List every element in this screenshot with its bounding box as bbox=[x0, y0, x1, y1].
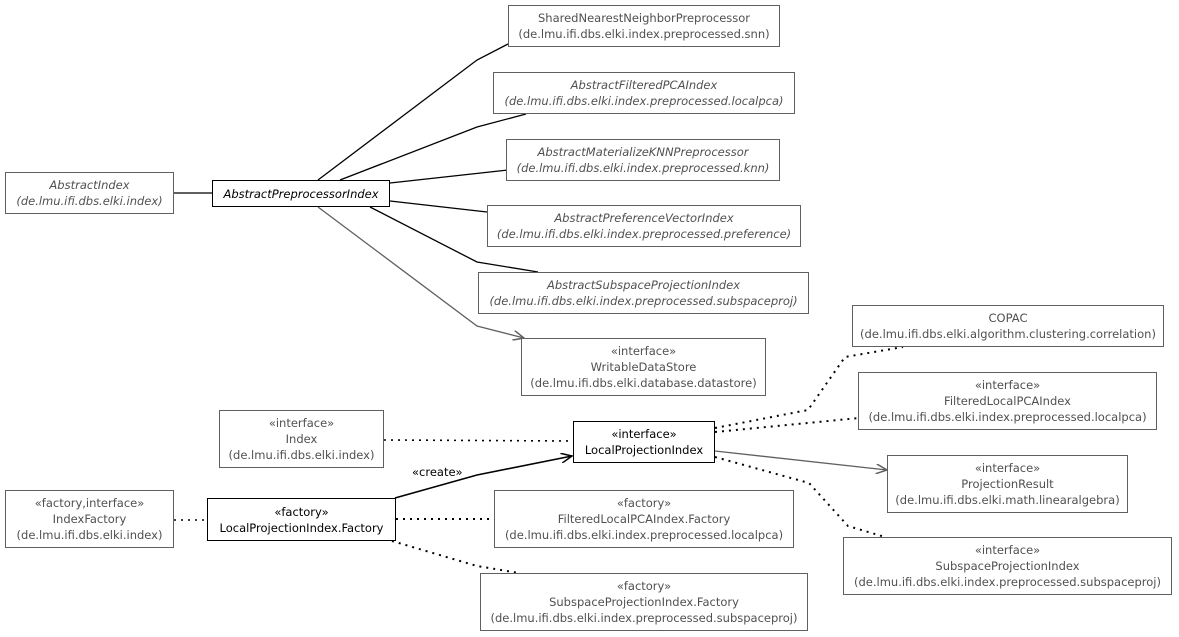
node-index[interactable]: «interface» Index (de.lmu.ifi.dbs.elki.i… bbox=[219, 410, 384, 468]
node-name: AbstractPreferenceVectorIndex bbox=[554, 211, 734, 225]
edge-lpi-filteredlocalpca bbox=[714, 417, 860, 433]
edge-preprocessor-knn bbox=[389, 169, 509, 184]
edge-preprocessor-writable bbox=[317, 206, 524, 338]
node-name: IndexFactory bbox=[52, 512, 127, 526]
node-name: FilteredLocalPCAIndex.Factory bbox=[557, 512, 731, 526]
node-package: (de.lmu.ifi.dbs.elki.math.linearalgebra) bbox=[895, 493, 1120, 507]
node-name: Index bbox=[285, 432, 318, 446]
node-name: SubspaceProjectionIndex bbox=[935, 559, 1080, 573]
node-stereotype: «factory» bbox=[616, 496, 672, 510]
node-abstract-preference-vector-index[interactable]: AbstractPreferenceVectorIndex (de.lmu.if… bbox=[487, 205, 801, 247]
node-abstract-filtered-pca-index[interactable]: AbstractFilteredPCAIndex (de.lmu.ifi.dbs… bbox=[493, 72, 795, 114]
node-name: AbstractSubspaceProjectionIndex bbox=[546, 278, 741, 292]
node-name: LocalProjectionIndex.Factory bbox=[219, 520, 384, 535]
node-shared-nearest-neighbor-preprocessor[interactable]: SharedNearestNeighborPreprocessor (de.lm… bbox=[508, 5, 780, 47]
node-stereotype: «factory,interface» bbox=[34, 496, 145, 510]
node-abstract-index[interactable]: AbstractIndex (de.lmu.ifi.dbs.elki.index… bbox=[5, 172, 174, 214]
node-stereotype: «factory» bbox=[274, 504, 329, 519]
node-name: AbstractMaterializeKNNPreprocessor bbox=[537, 145, 749, 159]
node-name: FilteredLocalPCAIndex bbox=[944, 394, 1071, 408]
node-package: (de.lmu.ifi.dbs.elki.index.preprocessed.… bbox=[504, 94, 784, 108]
node-name: AbstractFilteredPCAIndex bbox=[570, 78, 718, 92]
node-name: SharedNearestNeighborPreprocessor bbox=[537, 11, 751, 25]
node-stereotype: «interface» bbox=[610, 344, 677, 358]
edge-lpi-spi bbox=[714, 456, 886, 538]
node-package: (de.lmu.ifi.dbs.elki.index.preprocessed.… bbox=[518, 27, 770, 41]
node-filtered-local-pca-index[interactable]: «interface» FilteredLocalPCAIndex (de.lm… bbox=[858, 372, 1157, 430]
edge-factory-create-lpi bbox=[394, 456, 572, 499]
node-package: (de.lmu.ifi.dbs.elki.database.datastore) bbox=[530, 376, 757, 390]
node-name: AbstractPreprocessorIndex bbox=[223, 186, 379, 201]
node-package: (de.lmu.ifi.dbs.elki.index.preprocessed.… bbox=[489, 294, 798, 308]
node-package: (de.lmu.ifi.dbs.elki.index.preprocessed.… bbox=[490, 611, 798, 625]
node-name: SubspaceProjectionIndex.Factory bbox=[549, 595, 739, 609]
node-name: ProjectionResult bbox=[961, 477, 1054, 491]
node-package: (de.lmu.ifi.dbs.elki.index.preprocessed.… bbox=[496, 227, 792, 241]
node-package: (de.lmu.ifi.dbs.elki.index) bbox=[228, 448, 375, 462]
node-name: AbstractIndex bbox=[49, 178, 130, 192]
node-package: (de.lmu.ifi.dbs.elki.algorithm.clusterin… bbox=[860, 327, 1156, 341]
node-abstract-subspace-projection-index[interactable]: AbstractSubspaceProjectionIndex (de.lmu.… bbox=[478, 272, 809, 314]
edge-lpi-copac bbox=[714, 346, 904, 429]
node-copac[interactable]: COPAC (de.lmu.ifi.dbs.elki.algorithm.clu… bbox=[852, 305, 1164, 347]
edge-lpifactory-spifactory bbox=[391, 540, 520, 574]
node-stereotype: «interface» bbox=[611, 427, 677, 441]
node-filtered-local-pca-index-factory[interactable]: «factory» FilteredLocalPCAIndex.Factory … bbox=[494, 490, 794, 548]
node-stereotype: «interface» bbox=[974, 378, 1041, 392]
node-stereotype: «interface» bbox=[268, 416, 335, 430]
node-name: COPAC bbox=[988, 311, 1028, 325]
edge-preprocessor-snn bbox=[317, 43, 509, 181]
edge-preprocessor-preference bbox=[389, 200, 488, 213]
edge-lpi-projresult bbox=[714, 450, 887, 470]
edge-preprocessor-subspaceproj bbox=[369, 206, 539, 273]
node-name: LocalProjectionIndex bbox=[584, 443, 704, 457]
node-package: (de.lmu.ifi.dbs.elki.index.preprocessed.… bbox=[868, 410, 1147, 424]
node-package: (de.lmu.ifi.dbs.elki.index.preprocessed.… bbox=[504, 528, 784, 542]
node-abstract-preprocessor-index[interactable]: AbstractPreprocessorIndex bbox=[212, 180, 390, 207]
node-stereotype: «interface» bbox=[974, 461, 1041, 475]
node-name: WritableDataStore bbox=[590, 360, 697, 374]
edge-preprocessor-filteredpca bbox=[339, 113, 527, 181]
node-index-factory[interactable]: «factory,interface» IndexFactory (de.lmu… bbox=[5, 490, 174, 548]
node-package: (de.lmu.ifi.dbs.elki.index.preprocessed.… bbox=[854, 575, 1161, 589]
node-local-projection-index-factory[interactable]: «factory» LocalProjectionIndex.Factory bbox=[207, 498, 396, 541]
create-edge-label: «create» bbox=[412, 465, 463, 479]
node-package: (de.lmu.ifi.dbs.elki.index) bbox=[16, 528, 163, 542]
node-writable-data-store[interactable]: «interface» WritableDataStore (de.lmu.if… bbox=[521, 338, 766, 396]
node-stereotype: «interface» bbox=[974, 543, 1041, 557]
node-abstract-materialize-knn-preprocessor[interactable]: AbstractMaterializeKNNPreprocessor (de.l… bbox=[506, 139, 780, 181]
node-subspace-projection-index-factory[interactable]: «factory» SubspaceProjectionIndex.Factor… bbox=[480, 573, 808, 631]
node-subspace-projection-index[interactable]: «interface» SubspaceProjectionIndex (de.… bbox=[843, 537, 1172, 595]
node-local-projection-index[interactable]: «interface» LocalProjectionIndex bbox=[573, 421, 715, 463]
node-package: (de.lmu.ifi.dbs.elki.index) bbox=[16, 194, 163, 208]
node-package: (de.lmu.ifi.dbs.elki.index.preprocessed.… bbox=[516, 161, 770, 175]
node-projection-result[interactable]: «interface» ProjectionResult (de.lmu.ifi… bbox=[887, 455, 1128, 513]
node-stereotype: «factory» bbox=[616, 579, 672, 593]
edge-index-lpi bbox=[383, 439, 574, 442]
